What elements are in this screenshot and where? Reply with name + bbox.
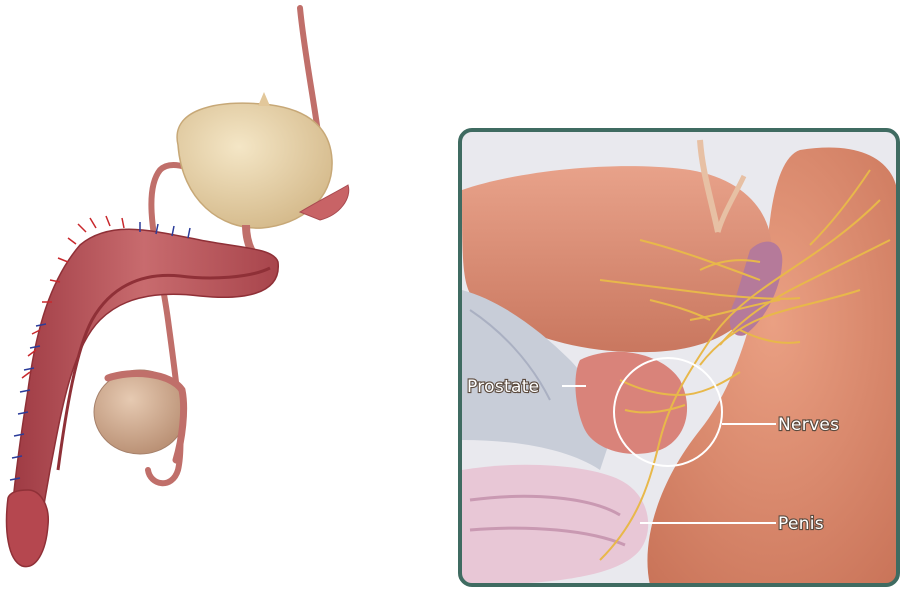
bladder-apex — [258, 92, 270, 106]
prostate-label: Prostate — [467, 377, 539, 397]
prostate-nerves-inset: Prostate Nerves Penis — [460, 130, 898, 585]
nerves-label: Nerves — [778, 415, 839, 435]
penis-label: Penis — [778, 514, 824, 534]
glans — [7, 490, 49, 567]
male-reproductive-anatomy — [7, 8, 349, 567]
